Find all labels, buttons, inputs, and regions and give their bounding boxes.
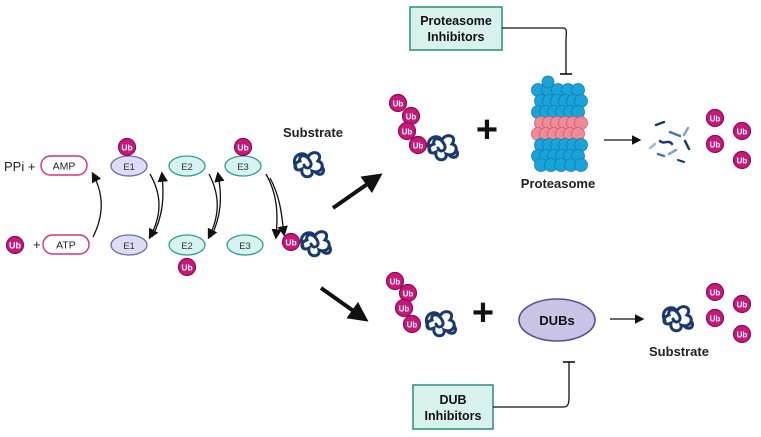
e1-bottom: E1 <box>110 234 148 256</box>
svg-text:E2: E2 <box>181 241 193 252</box>
substrate-icon-bottom <box>661 305 695 333</box>
arrow-e2-up <box>151 171 168 238</box>
arrow-to-dub-path <box>319 286 369 322</box>
svg-text:Ub: Ub <box>737 128 748 137</box>
svg-text:E1: E1 <box>123 162 135 173</box>
ubiquitination-cycle: PPi + AMP Ub + ATP E1 Ub E1 E2 <box>4 137 288 277</box>
svg-text:Ub: Ub <box>237 143 248 153</box>
amp-box: AMP <box>40 155 88 176</box>
plus-dub: + <box>472 292 494 334</box>
proteasome-subunit <box>541 75 555 89</box>
substrate-label-top: Substrate <box>283 125 343 140</box>
atp-box: ATP <box>42 234 90 255</box>
svg-text:E3: E3 <box>237 162 249 173</box>
proteasome-inhibitors-box: Proteasome Inhibitors <box>409 6 503 51</box>
svg-text:Ub: Ub <box>285 238 296 248</box>
arrow-to-proteasome-path <box>331 173 383 210</box>
arrow-e3-down <box>265 173 282 240</box>
svg-text:E3: E3 <box>239 241 251 252</box>
cycle-arrows <box>91 171 288 240</box>
proteasome-inhibition-line <box>502 27 568 74</box>
svg-text:Ub: Ub <box>393 100 404 109</box>
polyub-substrate-top: Ub Ub Ub Ub <box>388 93 460 162</box>
dubs-enzyme: DUBs <box>518 298 596 342</box>
svg-text:Ub: Ub <box>406 113 417 122</box>
proteasome-subunit <box>574 158 588 172</box>
svg-text:E1: E1 <box>123 241 135 252</box>
svg-text:Ub: Ub <box>121 143 132 153</box>
svg-text:Ub: Ub <box>407 321 418 330</box>
proteasome-label: Proteasome <box>521 176 595 191</box>
e1-top: E1 Ub <box>110 137 148 177</box>
released-ub-top: Ub Ub Ub Ub <box>705 108 752 170</box>
polyub-substrate-bottom: Ub Ub Ub Ub <box>385 271 458 338</box>
svg-text:Ub: Ub <box>413 142 424 151</box>
dub-inhibition-line <box>493 362 570 408</box>
svg-text:Ub: Ub <box>403 290 414 299</box>
ppi-label: PPi + <box>4 159 35 174</box>
arrow-e3-up <box>210 171 225 238</box>
arrow-e2-down <box>207 173 218 240</box>
ub-free: Ub <box>5 235 25 255</box>
svg-text:Inhibitors: Inhibitors <box>425 409 482 423</box>
svg-text:E2: E2 <box>181 162 193 173</box>
svg-text:Proteasome: Proteasome <box>420 14 492 28</box>
atp-label: ATP <box>56 240 76 252</box>
svg-text:Ub: Ub <box>402 128 413 137</box>
e3-top: E3 Ub <box>224 137 262 177</box>
svg-text:Ub: Ub <box>737 157 748 166</box>
plus-sign: + <box>33 237 41 252</box>
svg-text:Inhibitors: Inhibitors <box>428 30 485 44</box>
svg-text:Ub: Ub <box>9 241 21 251</box>
arrow-atp-to-amp <box>91 171 102 238</box>
e2-bottom: E2 Ub <box>168 234 206 277</box>
released-ub-bottom: Ub Ub Ub Ub <box>705 282 752 344</box>
e2-top: E2 <box>168 155 206 177</box>
dub-inhibitors-box: DUB Inhibitors <box>412 384 494 430</box>
svg-text:Ub: Ub <box>710 315 721 324</box>
svg-text:Ub: Ub <box>399 305 410 314</box>
svg-text:Ub: Ub <box>390 278 401 287</box>
substrate-label-bottom: Substrate <box>649 344 709 359</box>
svg-text:DUBs: DUBs <box>539 313 574 328</box>
peptide-fragments <box>648 120 691 163</box>
svg-text:Ub: Ub <box>710 115 721 124</box>
svg-text:Ub: Ub <box>737 331 748 340</box>
svg-text:Ub: Ub <box>737 301 748 310</box>
amp-label: AMP <box>53 161 76 173</box>
svg-text:DUB: DUB <box>439 393 466 407</box>
e3-bottom: E3 <box>226 234 264 256</box>
arrow-e1-down <box>148 173 160 240</box>
plus-proteasome: + <box>476 109 498 151</box>
substrate-icon-top <box>292 151 326 179</box>
svg-text:Ub: Ub <box>710 141 721 150</box>
svg-text:Ub: Ub <box>710 289 721 298</box>
svg-text:Ub: Ub <box>181 263 192 273</box>
ub-substrate-center: Ub <box>281 230 333 258</box>
substrate-icon-center <box>299 230 333 258</box>
arrow-to-substrate <box>269 177 288 237</box>
proteasome-icon <box>531 75 588 172</box>
